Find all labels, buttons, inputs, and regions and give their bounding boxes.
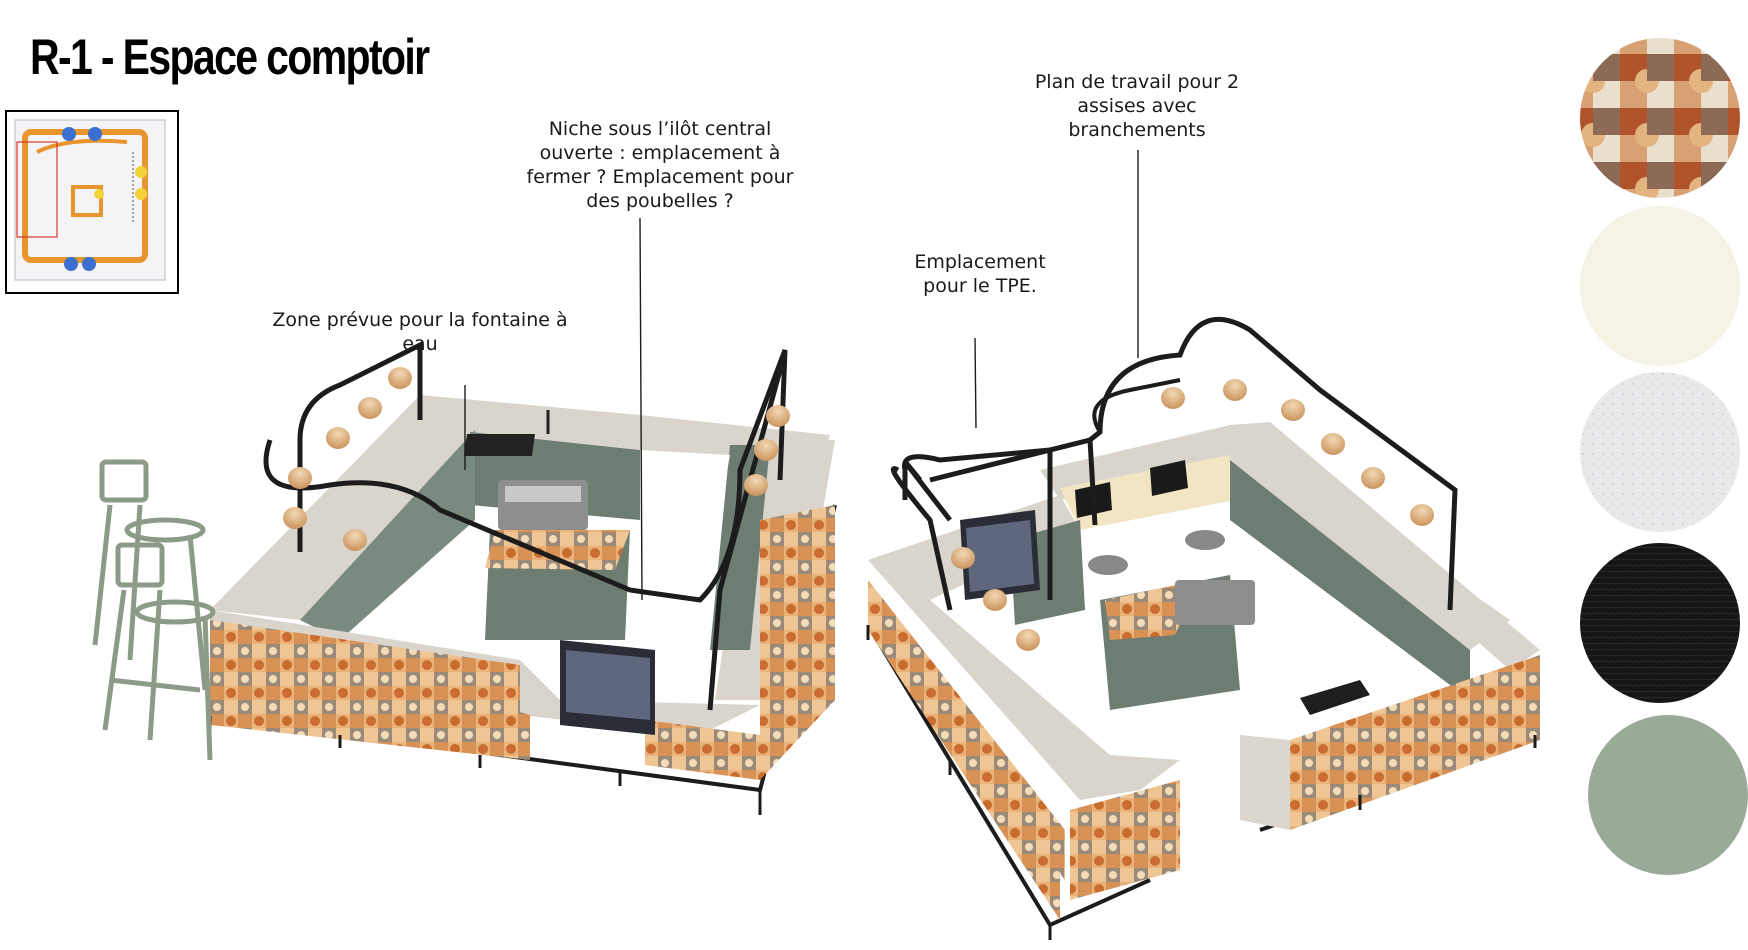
swatch-white-terrazzo [1580, 372, 1740, 532]
swatch-sage-green [1588, 715, 1748, 875]
annotation-plan-travail: Plan de travail pour 2 assises avec bran… [1034, 71, 1240, 141]
floor-plan-thumbnail [5, 110, 179, 294]
left-counter-render [92, 217, 837, 815]
annotation-niche: Niche sous l’ilôt central ouverte : empl… [526, 118, 794, 212]
right-counter-render [866, 150, 1540, 940]
page-title: R-1 - Espace comptoir [30, 29, 430, 85]
material-swatches [1580, 38, 1748, 875]
swatch-cream [1580, 206, 1740, 366]
swatch-black-brushed [1580, 543, 1740, 703]
swatch-tile-mosaic [1580, 38, 1740, 198]
annotation-tpe: Emplacement pour le TPE. [914, 251, 1046, 297]
